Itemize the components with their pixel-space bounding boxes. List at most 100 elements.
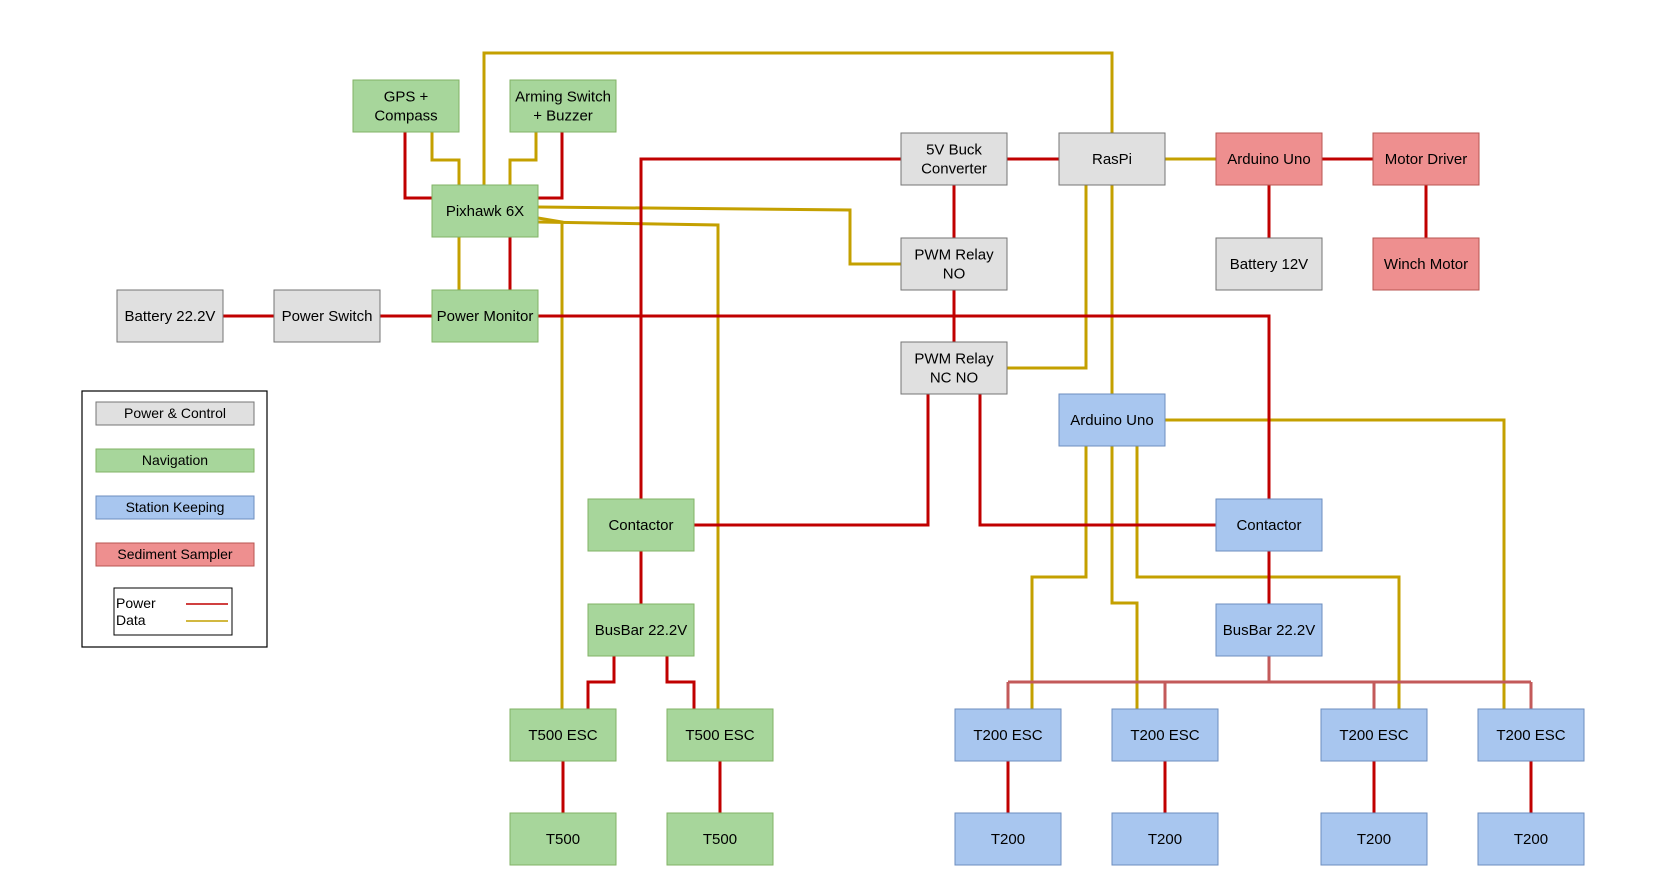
node-label: T500 xyxy=(703,831,737,848)
node-contactor-nav[interactable]: Contactor xyxy=(587,498,695,552)
node-t200-2[interactable]: T200 xyxy=(1111,812,1219,866)
node-power-monitor[interactable]: Power Monitor xyxy=(431,289,539,343)
node-label: T500 ESC xyxy=(685,727,754,744)
node-t200-4[interactable]: T200 xyxy=(1477,812,1585,866)
line-legend-label: Power xyxy=(116,595,156,611)
data-wire xyxy=(1030,446,1088,709)
node-power-switch[interactable]: Power Switch xyxy=(273,289,381,343)
node-label: Winch Motor xyxy=(1384,256,1468,273)
power-wire xyxy=(978,394,1216,527)
node-label: T500 xyxy=(546,831,580,848)
node-label: Compass xyxy=(374,108,437,125)
power-wire xyxy=(586,656,616,709)
node-label: NO xyxy=(943,266,966,283)
nodes: GPS + Compass Arming Switch+ BuzzerPixhawk… xyxy=(116,79,1585,866)
data-wire xyxy=(537,205,901,266)
node-box xyxy=(352,79,460,133)
node-t500-2[interactable]: T500 xyxy=(666,812,774,866)
node-label: Pixhawk 6X xyxy=(446,203,524,220)
node-box xyxy=(954,708,1062,762)
node-label: NC NO xyxy=(930,370,978,387)
node-box xyxy=(1477,812,1585,866)
node-t500-1[interactable]: T500 xyxy=(509,812,617,866)
node-raspi[interactable]: RasPi xyxy=(1058,132,1166,186)
node-relay-ncno[interactable]: PWM Relay NC NO xyxy=(900,341,1008,395)
node-box xyxy=(900,237,1008,291)
node-label: PWM Relay xyxy=(914,247,994,264)
node-t200esc4[interactable]: T200 ESC xyxy=(1477,708,1585,762)
node-t200esc1[interactable]: T200 ESC xyxy=(954,708,1062,762)
node-t500esc2[interactable]: T500 ESC xyxy=(666,708,774,762)
node-battery12[interactable]: Battery 12V xyxy=(1215,237,1323,291)
legend-item-sediment: Sediment Sampler xyxy=(95,542,255,567)
node-winch[interactable]: Winch Motor xyxy=(1372,237,1480,291)
node-label: Contactor xyxy=(608,517,673,534)
power-wire xyxy=(639,157,901,499)
node-label: Battery 12V xyxy=(1230,256,1308,273)
node-box xyxy=(509,812,617,866)
line-legend-label: Data xyxy=(116,612,146,628)
node-label: Motor Driver xyxy=(1385,151,1468,168)
node-busbar-nav[interactable]: BusBar 22.2V xyxy=(587,603,695,657)
node-t200-3[interactable]: T200 xyxy=(1320,812,1428,866)
wires xyxy=(223,51,1533,813)
node-box xyxy=(1215,237,1323,291)
node-arduino-top[interactable]: Arduino Uno xyxy=(1215,132,1323,186)
power-wire xyxy=(538,314,1271,499)
node-box xyxy=(1320,708,1428,762)
node-label: Power Switch xyxy=(282,308,373,325)
node-t500esc1[interactable]: T500 ESC xyxy=(509,708,617,762)
node-arming[interactable]: Arming Switch+ Buzzer xyxy=(509,79,617,133)
legend-item-station: Station Keeping xyxy=(95,495,255,520)
node-label: Battery 22.2V xyxy=(125,308,216,325)
node-t200-1[interactable]: T200 xyxy=(954,812,1062,866)
node-box xyxy=(1058,132,1166,186)
legend-swatch xyxy=(95,495,255,520)
node-label: T500 ESC xyxy=(528,727,597,744)
node-box xyxy=(1372,132,1480,186)
node-label: RasPi xyxy=(1092,151,1132,168)
node-box xyxy=(509,708,617,762)
node-box xyxy=(587,498,695,552)
node-box xyxy=(1215,603,1323,657)
node-motor-driver[interactable]: Motor Driver xyxy=(1372,132,1480,186)
node-label: GPS + xyxy=(384,89,429,106)
node-label: T200 ESC xyxy=(1496,727,1565,744)
node-label: Contactor xyxy=(1236,517,1301,534)
node-label: T200 xyxy=(1148,831,1182,848)
data-wire xyxy=(537,220,720,709)
node-t200esc3[interactable]: T200 ESC xyxy=(1320,708,1428,762)
node-box xyxy=(431,289,539,343)
node-t200esc2[interactable]: T200 ESC xyxy=(1111,708,1219,762)
legend-label: Power & Control xyxy=(124,405,226,421)
node-gps[interactable]: GPS + Compass xyxy=(352,79,460,133)
line-legend-frame xyxy=(113,587,233,636)
node-arduino-sk[interactable]: Arduino Uno xyxy=(1058,393,1166,447)
power-wire xyxy=(403,132,432,200)
node-box xyxy=(1372,237,1480,291)
node-label: Arming Switch xyxy=(515,89,611,106)
node-battery22[interactable]: Battery 22.2V xyxy=(116,289,224,343)
node-box xyxy=(1215,132,1323,186)
node-label: Arduino Uno xyxy=(1227,151,1310,168)
node-box xyxy=(954,812,1062,866)
node-label: Arduino Uno xyxy=(1070,412,1153,429)
node-label: T200 ESC xyxy=(1339,727,1408,744)
node-box xyxy=(900,341,1008,395)
node-label: 5V Buck xyxy=(926,142,982,159)
node-contactor-sk[interactable]: Contactor xyxy=(1215,498,1323,552)
legend-item-power: Power & Control xyxy=(95,401,255,426)
data-wire xyxy=(482,51,1114,185)
node-label: T200 xyxy=(991,831,1025,848)
node-box xyxy=(666,812,774,866)
node-box xyxy=(431,184,539,238)
power-wire xyxy=(538,132,564,200)
node-box xyxy=(1320,812,1428,866)
data-wire xyxy=(430,132,461,185)
node-label: PWM Relay xyxy=(914,351,994,368)
node-busbar-sk[interactable]: BusBar 22.2V xyxy=(1215,603,1323,657)
node-pixhawk[interactable]: Pixhawk 6X xyxy=(431,184,539,238)
